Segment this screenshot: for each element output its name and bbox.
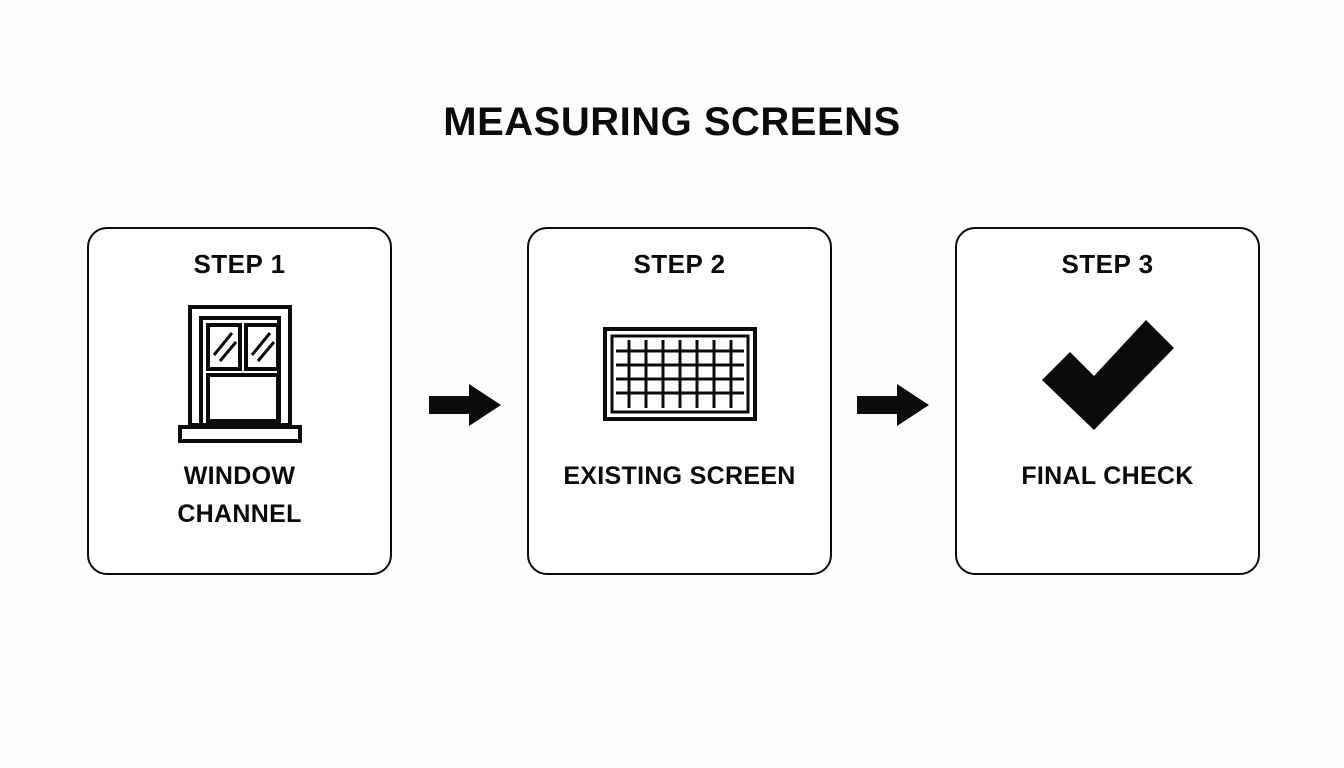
step-card-3-caption: FINAL CHECK bbox=[957, 457, 1258, 495]
window-icon bbox=[177, 305, 302, 443]
step-card-3[interactable]: STEP 3 FINAL CHECK bbox=[955, 227, 1260, 575]
step-card-1-caption: WINDOW CHANNEL bbox=[89, 457, 390, 533]
step-card-2[interactable]: STEP 2 bbox=[527, 227, 832, 575]
arrow-right-icon bbox=[857, 384, 929, 426]
step-card-1[interactable]: STEP 1 bbox=[87, 227, 392, 575]
process-flow: STEP 1 bbox=[0, 227, 1344, 577]
step-card-3-icon-area bbox=[957, 304, 1258, 444]
step-card-2-step-label: STEP 2 bbox=[633, 249, 726, 279]
mesh-screen-icon bbox=[602, 327, 757, 421]
step-card-1-caption-line2: CHANNEL bbox=[177, 500, 302, 528]
step-card-1-step-label: STEP 1 bbox=[193, 249, 286, 279]
arrow-right-icon bbox=[429, 384, 501, 426]
step-card-3-caption-line1: FINAL CHECK bbox=[1021, 462, 1194, 490]
checkmark-icon bbox=[1041, 320, 1174, 430]
step-card-1-caption-line1: WINDOW bbox=[183, 462, 296, 490]
page-title: MEASURING SCREENS bbox=[443, 100, 901, 144]
step-card-1-icon-area bbox=[89, 304, 390, 444]
step-card-2-caption-line1: EXISTING SCREEN bbox=[563, 462, 796, 490]
flow-connector-2 bbox=[857, 382, 929, 428]
flow-connector-1 bbox=[429, 382, 501, 428]
step-card-3-step-label: STEP 3 bbox=[1061, 249, 1154, 279]
step-card-2-caption: EXISTING SCREEN bbox=[529, 457, 830, 495]
step-card-2-icon-area bbox=[529, 304, 830, 444]
